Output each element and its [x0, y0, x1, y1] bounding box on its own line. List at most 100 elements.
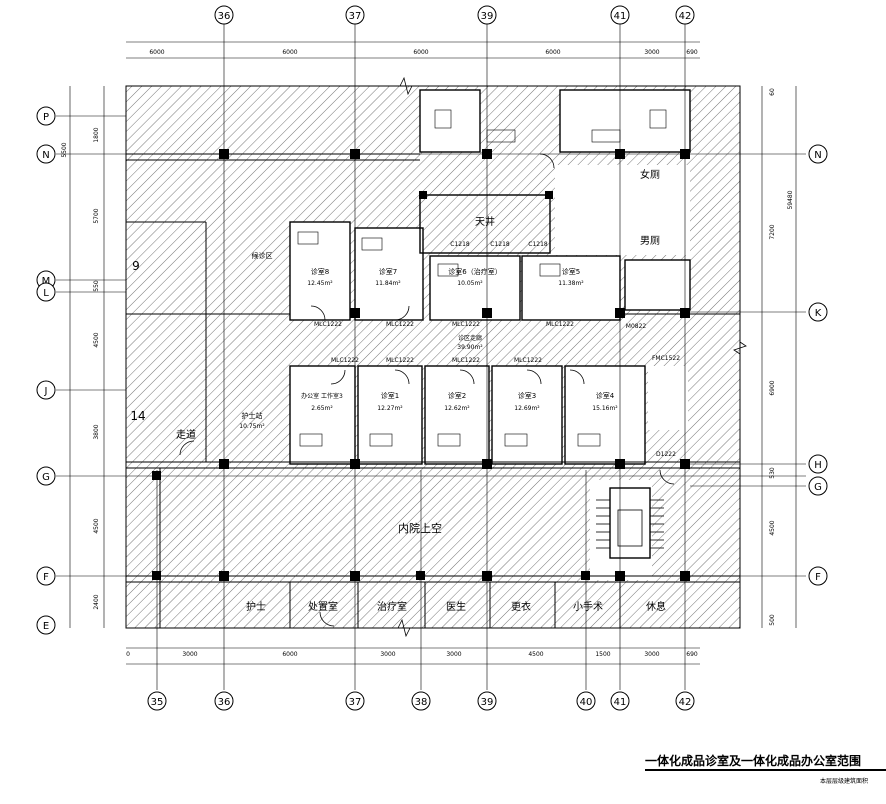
axis-label: L: [43, 288, 49, 299]
dim-text: 690: [686, 651, 698, 658]
room-label: 诊室1: [381, 391, 399, 400]
door-tag: MLC1222: [452, 321, 480, 328]
dim-text: 6000: [149, 49, 164, 56]
dim-text: 3000: [380, 651, 395, 658]
dim-text: 5500: [61, 142, 68, 157]
door-tag: MLC1222: [386, 357, 414, 364]
dim-text: 6000: [413, 49, 428, 56]
columns: [152, 149, 690, 581]
dim-text: 59480: [787, 190, 794, 209]
dimension-lines: [69, 41, 797, 665]
dim-text: 3800: [93, 424, 100, 439]
room-label: 9: [132, 259, 140, 273]
room-label: 天井: [475, 215, 495, 228]
room-label: 诊室5: [562, 267, 580, 276]
dim-text: 5700: [93, 208, 100, 223]
room-label: 休息: [646, 600, 666, 613]
axis-label: K: [815, 308, 822, 319]
axis-label: 37: [349, 11, 362, 22]
axis-bubbles-top: 36 37 39 41 42: [214, 5, 695, 25]
axis-label: 42: [679, 11, 692, 22]
axis-label: P: [43, 112, 49, 123]
door-tag: MLC1222: [331, 357, 359, 364]
door-tag: MLC1222: [452, 357, 480, 364]
dim-text: 0: [126, 651, 130, 658]
dim-text: 1500: [595, 651, 610, 658]
door-tag: M0822: [626, 323, 647, 330]
door-tag: FMC1522: [652, 355, 680, 362]
axis-label: 36: [218, 697, 231, 708]
axis-label: J: [44, 386, 48, 397]
room-label: 候诊区: [252, 251, 273, 260]
axis-label: H: [814, 460, 822, 471]
dim-text: 1800: [93, 127, 100, 142]
drawing-note: 本层层级建筑面积: [820, 778, 869, 785]
axis-label: 42: [679, 697, 692, 708]
room-area: 12.62m²: [444, 405, 470, 412]
axis-bubbles-left: P N M L J G F E: [36, 106, 56, 635]
door-tag: D1222: [656, 451, 676, 458]
room-label: 医生: [446, 600, 466, 613]
axis-label: F: [43, 572, 49, 583]
door-tag: C1218: [490, 241, 510, 248]
axis-label: G: [814, 482, 822, 493]
dim-text: 6000: [282, 651, 297, 658]
room-labels: 天井 女厕 男厕 诊室8 12.45m² 诊室7 11.84m² 诊室6（治疗室…: [130, 168, 666, 613]
room-label: 内院上空: [398, 521, 442, 535]
axis-bubbles-right: N K H G F: [808, 144, 828, 586]
dim-text: 6000: [545, 49, 560, 56]
dim-text: 6900: [769, 380, 776, 395]
room-label: 诊室7: [379, 267, 397, 276]
room-area: 11.84m²: [375, 280, 401, 287]
room-area: 12.27m²: [377, 405, 403, 412]
room-label: 治疗室: [377, 600, 407, 613]
room-label: 护士站: [242, 411, 263, 420]
furniture: [297, 109, 667, 447]
axis-label: 40: [580, 697, 593, 708]
room-label: 护士: [246, 600, 266, 613]
room-area: 10.75m²: [239, 423, 265, 430]
room-label: 男厕: [640, 235, 660, 247]
axis-label: F: [815, 572, 821, 583]
room-label: 诊室3: [518, 391, 536, 400]
room-label: 14: [130, 409, 145, 423]
room-area: 12.69m²: [514, 405, 540, 412]
room-label: 女厕: [640, 168, 660, 181]
door-tag: MLC1222: [386, 321, 414, 328]
door-swings: [179, 153, 675, 627]
dim-text: 690: [686, 49, 698, 56]
room-label: 诊区走廊: [458, 334, 482, 342]
axis-label: 41: [614, 697, 627, 708]
dim-text: 550: [93, 280, 100, 292]
dim-text: 3000: [644, 49, 659, 56]
title-underline: [645, 769, 886, 771]
dim-text: 6000: [282, 49, 297, 56]
dim-text: 4500: [93, 518, 100, 533]
door-tag: MLC1222: [514, 357, 542, 364]
door-tag: C1218: [450, 241, 470, 248]
dim-text: 530: [769, 467, 776, 479]
room-area: 10.05m²: [457, 280, 483, 287]
break-marks: [397, 76, 747, 638]
dim-text: 7200: [769, 224, 776, 239]
drawing-title: 一体化成品诊室及一体化成品办公室范围: [645, 754, 862, 768]
axis-label: 36: [218, 11, 231, 22]
room-area: 11.38m²: [558, 280, 584, 287]
dim-text: 4500: [93, 332, 100, 347]
room-label: 处置室: [308, 600, 338, 613]
room-outlines: [289, 89, 691, 559]
room-area: 12.45m²: [307, 280, 333, 287]
clear-zones: [290, 90, 690, 580]
axis-label: 37: [349, 697, 362, 708]
axis-label: 39: [481, 11, 494, 22]
room-label: 办公室 工作室3: [301, 392, 343, 400]
room-label: 诊室4: [596, 391, 615, 400]
axis-label: 39: [481, 697, 494, 708]
door-tag: C1218: [528, 241, 548, 248]
door-tags: MLC1222 MLC1222 MLC1222 MLC1222 MLC1222 …: [314, 241, 680, 458]
dim-text: 500: [769, 614, 776, 626]
dim-text: 2400: [93, 594, 100, 609]
room-area: 39.90m²: [457, 344, 483, 351]
dim-text: 60: [769, 88, 776, 96]
